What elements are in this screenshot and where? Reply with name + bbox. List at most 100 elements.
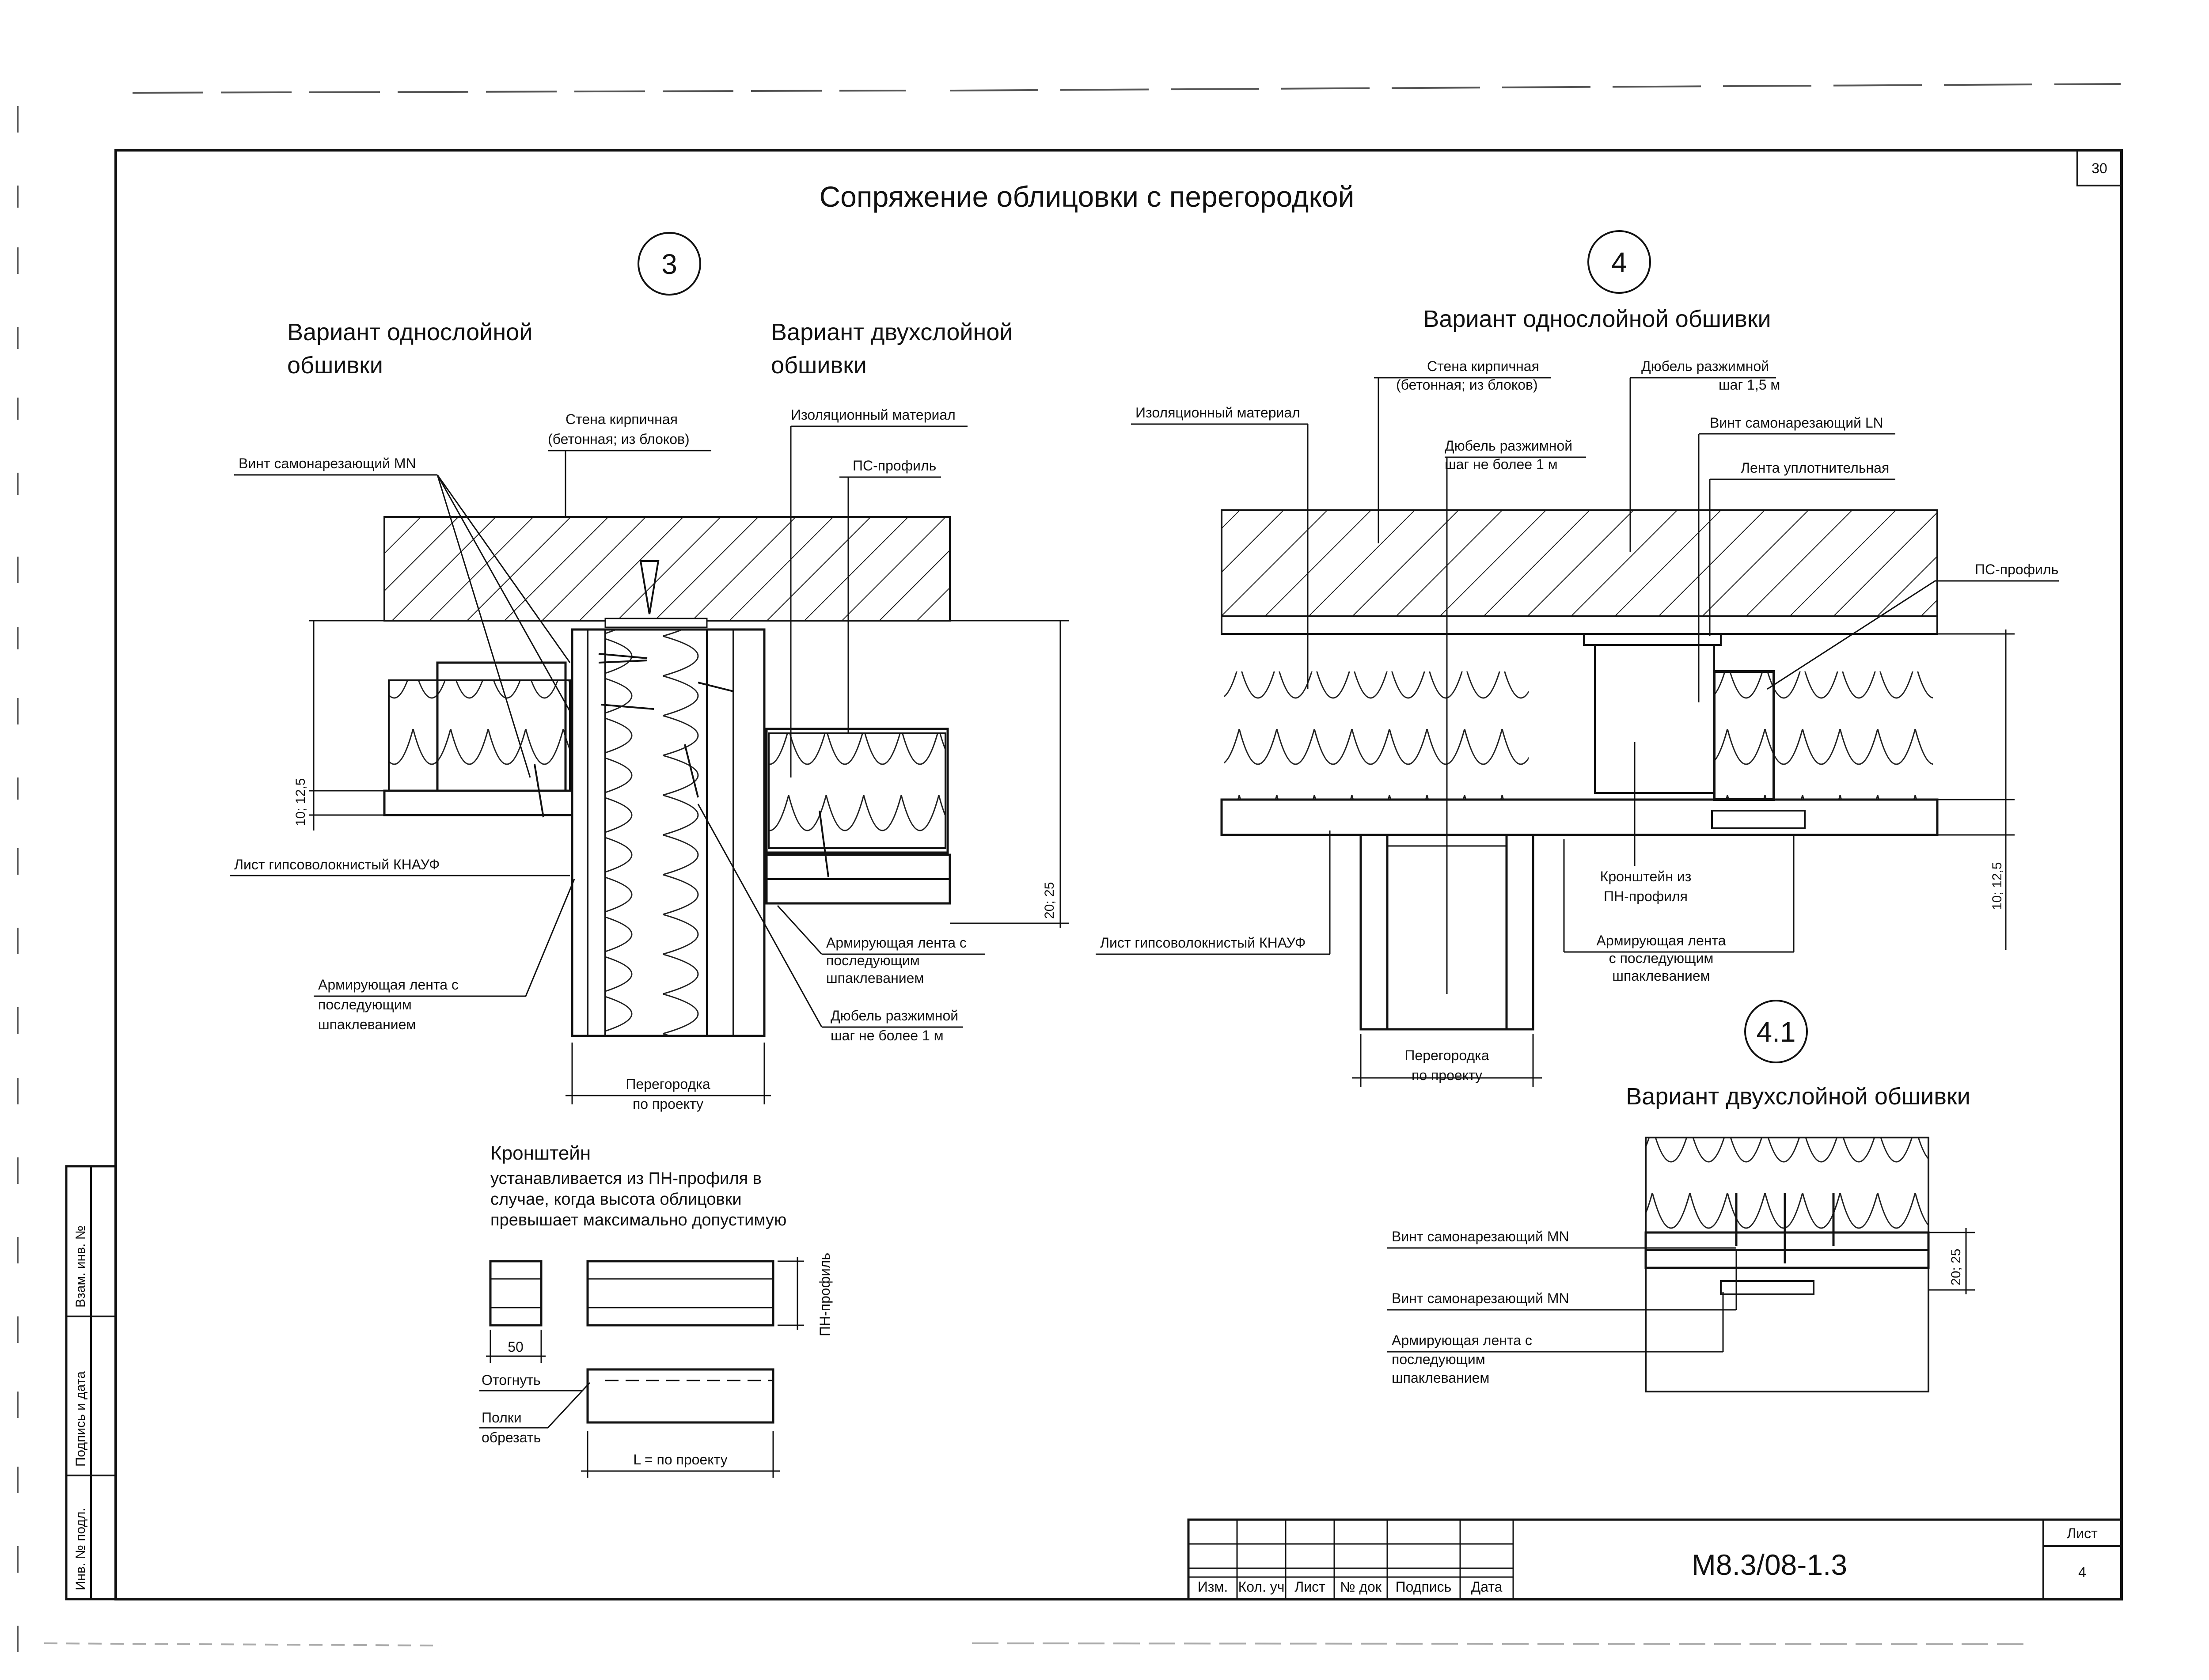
detail-3-variant-double-l2: обшивки [771, 352, 867, 379]
detail-3-tape-left-3: шпаклеванием [318, 1016, 416, 1032]
detail-4-gypsum-label: Лист гипсоволокнистый КНАУФ [1100, 935, 1306, 951]
title-block: Изм. Кол. уч Лист № док Подпись Дата M8.… [1187, 1518, 2123, 1600]
detail-3-screws [534, 560, 829, 877]
detail-4-1-tape-1: Армирующая лента с [1392, 1332, 1532, 1348]
top-sheet-number-text: 30 [2091, 160, 2107, 176]
stamp-code: M8.3/08-1.3 [1692, 1548, 1847, 1581]
stamp-col-6: Дата [1471, 1579, 1503, 1595]
detail-4-bracket [1594, 642, 1715, 794]
detail-3-variant-single-l1: Вариант однослойной [287, 319, 532, 345]
detail-4-wall-label-1: Стена кирпичная [1427, 358, 1539, 374]
detail-3-partition-2: по проекту [633, 1096, 703, 1112]
stamp-col-2: Кол. уч [1238, 1579, 1285, 1595]
detail-3-wall-label-1: Стена кирпичная [566, 411, 678, 427]
detail-4-wall-label-2: (бетонная; из блоков) [1396, 377, 1538, 393]
detail-3-variant-double-l1: Вариант двухслойной [771, 319, 1013, 345]
bracket-detail: Кронштейн устанавливается из ПН-профиля … [479, 1142, 833, 1478]
detail-4-seal-tape: Лента уплотнительная [1741, 460, 1889, 476]
bracket-desc-3: превышает максимально допустимую [490, 1211, 786, 1229]
bracket-shelves-2: обрезать [482, 1430, 541, 1445]
detail-3-tape-right-3: шпаклеванием [826, 970, 924, 986]
detail-4-partition-1: Перегородка [1404, 1047, 1489, 1063]
detail-3-tape-right-2: последующим [826, 952, 920, 968]
detail-3-left-insulation [388, 679, 571, 792]
detail-3-dims [309, 620, 1069, 1104]
detail-3-partition [571, 628, 766, 1037]
scan-edge-marks [17, 83, 2121, 1652]
stamp-col-4: № док [1340, 1579, 1382, 1595]
detail-4-variant: Вариант однослойной обшивки [1423, 306, 1771, 332]
detail-3-insulation-label: Изоляционный материал [791, 407, 956, 423]
detail-4-1-insulation [1645, 1137, 1929, 1233]
bracket-desc-1: устанавливается из ПН-профиля в [490, 1169, 762, 1188]
bracket-desc-2: случае, когда высота облицовки [490, 1190, 742, 1209]
detail-4-dowel-mid-2: шаг не более 1 м [1445, 456, 1558, 472]
detail-4-dowel-right-1: Дюбель разжимной [1641, 358, 1769, 374]
detail-3-gypsum-label: Лист гипсоволокнистый КНАУФ [234, 857, 440, 872]
bracket-title: Кронштейн [490, 1142, 591, 1164]
detail-4-1-tape-3: шпаклеванием [1392, 1370, 1489, 1386]
bracket-pn-label: ПН-профиль [817, 1253, 833, 1336]
bracket-dim-50: 50 [508, 1339, 524, 1355]
stamp-sheet-number: 4 [2078, 1564, 2086, 1580]
detail-3-dowel-1: Дюбель разжимной [831, 1008, 958, 1024]
detail-4-ps-label: ПС-профиль [1975, 561, 2058, 577]
bracket-bend: Отогнуть [482, 1372, 541, 1388]
detail-4-dowel-right-2: шаг 1,5 м [1719, 377, 1780, 393]
detail-4-gypsum [1220, 798, 1939, 836]
top-sheet-number: 30 [2076, 149, 2122, 186]
detail-3-tape-left-2: последующим [318, 997, 412, 1013]
page-title: Сопряжение облицовки с перегородкой [819, 180, 1354, 213]
detail-3-tape-right-1: Армирующая лента с [826, 935, 967, 951]
detail-4-partition-2: по проекту [1412, 1067, 1482, 1083]
detail-4-dowel-mid-1: Дюбель разжимной [1445, 438, 1572, 454]
detail-3-screw-label: Винт самонарезающий MN [239, 455, 416, 471]
detail-3-partition-1: Перегородка [626, 1076, 710, 1092]
detail-3-circle [638, 232, 701, 296]
detail-4-insulation [1224, 671, 1529, 800]
detail-3: 3 Вариант однослойной обшивки Вариант дв… [230, 232, 1069, 1112]
sheet-frame: Взам. инв. № Подпись и дата Инв. № подл. [65, 149, 2123, 1600]
stamp-sheet-label: Лист [2067, 1525, 2098, 1541]
side-label-replaces: Взам. инв. № [73, 1225, 88, 1308]
detail-4-tape-1: Армирующая лента [1596, 933, 1726, 948]
detail-4-tape-3: шпаклеванием [1612, 968, 1710, 984]
detail-4-tape-2: с последующим [1609, 950, 1714, 966]
bracket-shelves-1: Полки [482, 1410, 522, 1426]
bracket-elevation [586, 1368, 774, 1424]
detail-4-dim: 10; 12,5 [1990, 862, 2004, 910]
detail-4-insulation-label: Изоляционный материал [1135, 405, 1300, 421]
detail-3-dowel-2: шаг не более 1 м [831, 1028, 944, 1043]
detail-4-1-number: 4.1 [1757, 1016, 1796, 1048]
detail-4-1-dim: 20; 25 [1949, 1249, 1963, 1286]
detail-4-ps-profile [1713, 670, 1775, 801]
detail-4-1-variant: Вариант двухслойной обшивки [1626, 1083, 1970, 1110]
stamp-col-3: Лист [1294, 1579, 1325, 1595]
detail-3-right-insulation [768, 732, 946, 849]
detail-3-variant-single-l2: обшивки [287, 352, 383, 379]
detail-3-wall-label-2: (бетонная; из блоков) [548, 431, 690, 447]
detail-4-1-circle [1744, 1000, 1808, 1063]
detail-4-wall [1221, 509, 1938, 617]
detail-3-left-gypsum [383, 789, 573, 816]
bracket-plan [586, 1260, 774, 1327]
detail-3-number: 3 [661, 248, 677, 280]
detail-4-1-tape-2: последующим [1392, 1351, 1485, 1367]
detail-4-circle [1587, 230, 1651, 294]
detail-4-bracket-2: ПН-профиля [1604, 888, 1688, 904]
detail-3-ps-label: ПС-профиль [853, 458, 936, 474]
detail-4-dims [1352, 630, 2015, 1087]
detail-4-1: 4.1 Вариант двухслойной обшивки 20; 25 В… [1387, 1000, 1975, 1392]
detail-4-screw-ln: Винт самонарезающий LN [1710, 415, 1883, 431]
detail-4-number: 4 [1611, 247, 1627, 278]
detail-3-dim-right: 20; 25 [1042, 882, 1057, 919]
bracket-length: L = по проекту [633, 1452, 727, 1468]
detail-4-1-screw-1: Винт самонарезающий MN [1392, 1229, 1569, 1244]
detail-3-tape-left-1: Армирующая лента с [318, 977, 459, 993]
detail-4-bracket-1: Кронштейн из [1600, 868, 1692, 884]
detail-4: 4 Вариант однослойной обшивки 10; 12, [1096, 230, 2059, 1087]
detail-4-1-screw-2: Винт самонарезающий MN [1392, 1290, 1569, 1306]
bracket-section [489, 1260, 543, 1327]
